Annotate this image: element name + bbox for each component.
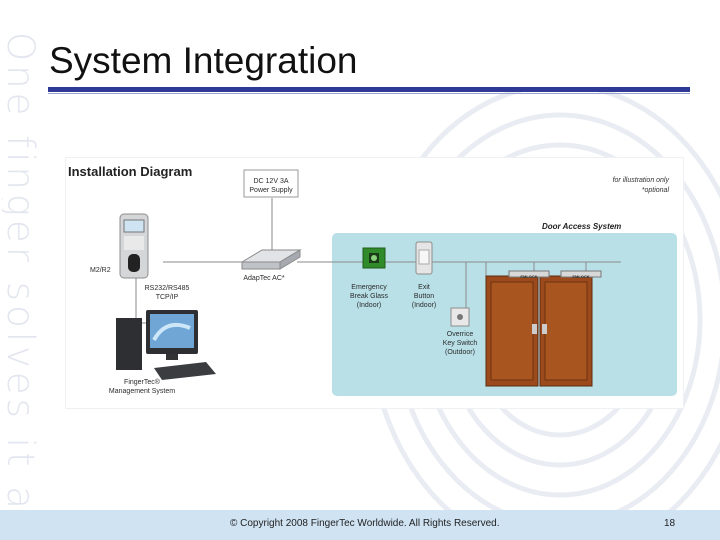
door-access-title: Door Access System xyxy=(542,222,622,231)
adaptec-label: AdapTec AC* xyxy=(243,275,285,282)
emlock-label-2: EMLOCK xyxy=(572,274,590,279)
power-supply-label: DC 12V 3A Power Supply xyxy=(249,178,293,194)
title-rule xyxy=(48,87,690,92)
double-door xyxy=(485,275,593,387)
key-switch-label: Overrice Key Switch (Outdoor) xyxy=(442,331,478,356)
exit-button-device xyxy=(415,241,433,275)
slide-title: System Integration xyxy=(49,40,358,81)
side-slogan: One finger solves it all xyxy=(2,32,42,512)
key-switch-device xyxy=(450,307,470,327)
break-glass-label: Emergency Break Glass (Indoor) xyxy=(349,284,389,309)
m2r2-terminal xyxy=(119,213,149,279)
emlock-plate-1 xyxy=(508,270,550,278)
copyright-text: © Copyright 2008 FingerTec Worldwide. Al… xyxy=(230,518,500,529)
page-number: 18 xyxy=(664,518,676,529)
break-glass-device xyxy=(362,247,386,269)
rs232-label: RS232/RS485 TCP/IP xyxy=(144,285,190,301)
management-computer xyxy=(116,310,216,380)
adaptec-device xyxy=(240,249,302,270)
m2r2-label: M2/R2 xyxy=(90,267,111,274)
note-line-2: *optional xyxy=(641,187,669,194)
emlock-plate-2 xyxy=(560,270,602,278)
title-rule-thin xyxy=(48,93,690,94)
note-line-1: for illustration only xyxy=(612,177,669,184)
power-supply-box xyxy=(243,169,299,198)
management-system-label: FingerTec® Management System xyxy=(108,379,176,395)
illustration-note: for illustration only *optional xyxy=(613,176,669,196)
installation-diagram: Installation Diagram for illustration on… xyxy=(66,158,683,408)
diagram-title: Installation Diagram xyxy=(68,164,193,179)
footer-bar: © Copyright 2008 FingerTec Worldwide. Al… xyxy=(0,510,720,540)
exit-button-label: Exit Button (Indoor) xyxy=(411,284,437,309)
diagram-graphics xyxy=(116,169,677,396)
emlock-label-1: EMLOCK xyxy=(520,274,538,279)
